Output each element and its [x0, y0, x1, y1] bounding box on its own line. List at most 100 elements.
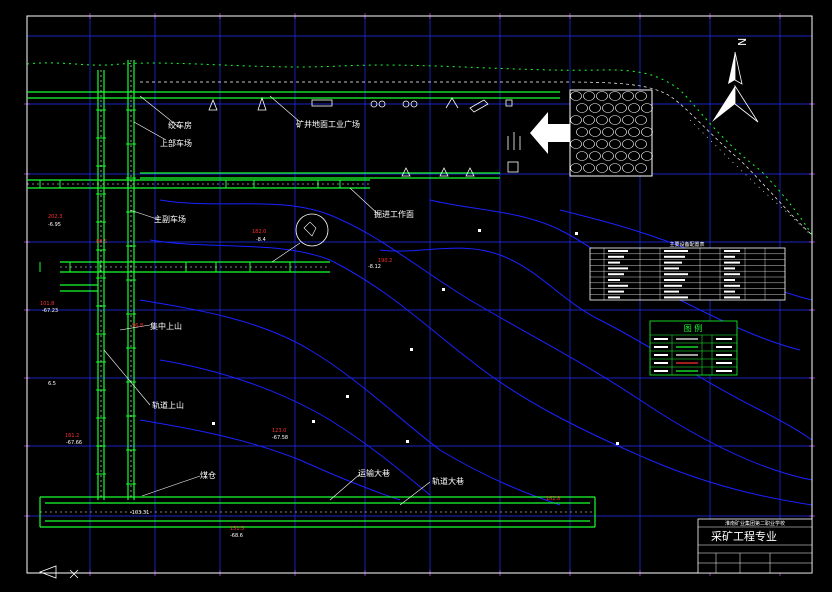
legend-text-block — [654, 370, 668, 372]
coal-lump — [635, 91, 647, 101]
label-concentrated-rise: 集中上山 — [150, 321, 182, 331]
coal-lump — [622, 91, 634, 101]
table-text-block — [608, 296, 620, 299]
coal-lump — [570, 91, 582, 101]
table-text-block — [724, 250, 740, 252]
svg-text:6.5: 6.5 — [48, 381, 56, 387]
svg-text:101.8: 101.8 — [40, 301, 54, 307]
table-text-block — [608, 284, 628, 287]
contour-lines — [139, 199, 813, 506]
coal-lump — [622, 163, 634, 173]
coal-lump — [609, 115, 621, 125]
label-upper-station: 上部车场 — [160, 138, 192, 148]
coal-lump — [609, 139, 621, 149]
legend-title: 图 例 — [684, 323, 703, 333]
coal-lump — [602, 127, 614, 137]
table-text-block — [724, 267, 735, 270]
coal-lump — [583, 139, 595, 149]
table-text-block — [608, 273, 624, 276]
ucs-symbol — [38, 565, 79, 579]
coal-lump — [596, 91, 608, 101]
svg-text:162.8: 162.8 — [546, 496, 560, 502]
label-surface-plant: 矿井地面工业广场 — [296, 119, 360, 129]
coal-lump — [570, 139, 582, 149]
coal-lump — [602, 151, 614, 161]
coal-lump — [576, 103, 588, 113]
svg-text:202.3: 202.3 — [48, 214, 62, 220]
label-hoist-room: 绞车房 — [168, 120, 192, 130]
coal-lump — [609, 163, 621, 173]
coal-lump — [622, 139, 634, 149]
coal-lump — [589, 151, 601, 161]
table-text-block — [664, 284, 682, 287]
table-text-block — [724, 290, 735, 293]
table-text-block — [608, 290, 624, 293]
coal-lump — [589, 127, 601, 137]
surface-boundary — [26, 62, 813, 237]
title-major: 采矿工程专业 — [711, 529, 777, 543]
coal-lump — [628, 151, 640, 161]
coal-lump — [615, 103, 627, 113]
label-main-station: 主副车场 — [154, 214, 186, 224]
svg-text:-67.58: -67.58 — [272, 435, 288, 441]
table-text-block — [608, 261, 620, 264]
table-text-block — [664, 290, 679, 293]
legend-text-block — [654, 346, 668, 348]
coal-lump — [641, 127, 653, 137]
svg-text:182.0: 182.0 — [252, 229, 266, 235]
coal-lump — [615, 127, 627, 137]
table-text-block — [724, 261, 740, 264]
svg-text:161.2: 161.2 — [65, 433, 79, 439]
coal-lump — [622, 115, 634, 125]
label-track-rise: 轨道上山 — [152, 400, 184, 410]
drawing-frame — [26, 15, 813, 574]
survey-points — [212, 229, 619, 445]
table-text-block — [664, 267, 679, 270]
svg-text:-8.4: -8.4 — [256, 237, 266, 243]
label-haulage-roadway: 运输大巷 — [358, 468, 390, 478]
svg-text:-8.12: -8.12 — [368, 264, 381, 270]
svg-text:190.2: 190.2 — [378, 258, 392, 264]
label-track-roadway: 轨道大巷 — [432, 476, 464, 486]
coal-lump — [635, 139, 647, 149]
table-text-block — [608, 279, 620, 281]
svg-text:-67.23: -67.23 — [42, 308, 58, 314]
roadways — [27, 60, 596, 528]
coal-lump — [635, 115, 647, 125]
coal-lump — [635, 163, 647, 173]
svg-text:-6.95: -6.95 — [48, 222, 61, 228]
table-text-block — [664, 250, 688, 252]
coal-lump — [570, 163, 582, 173]
leader-lines — [103, 95, 431, 506]
table-text-block — [608, 267, 628, 270]
coal-lump — [596, 115, 608, 125]
legend-text-block — [716, 346, 732, 348]
table-text-block — [608, 255, 624, 258]
table-text-block — [608, 250, 628, 252]
table-text-block — [664, 296, 688, 299]
plan-labels: 绞车房 上部车场 矿井地面工业广场 主副车场 掘进工作面 集中上山 轨道上山 煤… — [150, 119, 464, 486]
title-school: 淮南矿业集团第二职业学校 — [725, 520, 785, 527]
svg-text:131.5: 131.5 — [230, 526, 244, 532]
label-bunker: 煤仓 — [200, 470, 216, 480]
legend-text-block — [654, 354, 668, 356]
coal-lump — [628, 103, 640, 113]
svg-text:96.8: 96.8 — [132, 323, 143, 329]
legend-text-block — [654, 338, 668, 340]
coal-lump — [583, 91, 595, 101]
table-text-block — [724, 255, 735, 258]
coal-lump — [609, 91, 621, 101]
label-heading-face: 掘进工作面 — [374, 209, 414, 219]
legend-table: 图 例 — [649, 320, 738, 376]
svg-text:-68.6: -68.6 — [230, 533, 243, 539]
legend-text-block — [716, 338, 732, 340]
coal-lump — [641, 151, 653, 161]
north-arrow: N — [712, 38, 759, 123]
legend-text-block — [716, 362, 732, 364]
table-text-block — [724, 279, 735, 281]
table-text-block — [724, 284, 740, 287]
legend-text-block — [654, 362, 668, 364]
coal-lump — [596, 139, 608, 149]
